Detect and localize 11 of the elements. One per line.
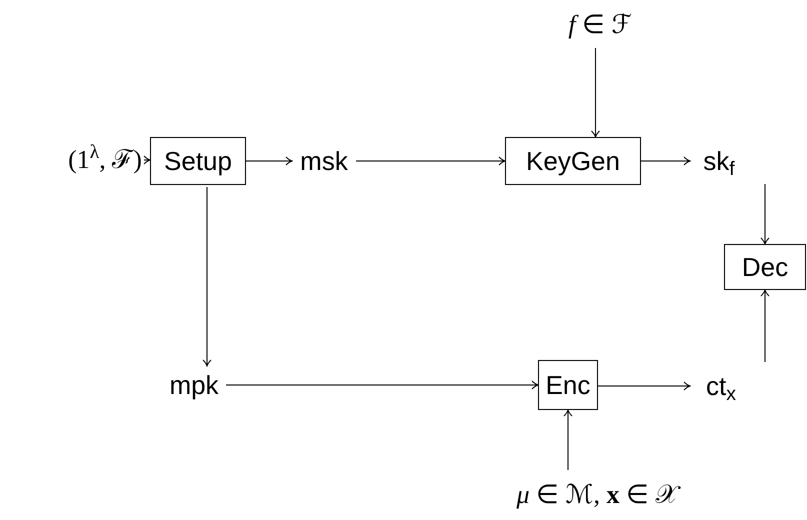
- output-text: mpk: [162, 366, 226, 404]
- process-box: Setup: [150, 137, 246, 185]
- input-text: f ∈ ℱ: [550, 4, 650, 46]
- input-text: μ ∈ ℳ, x ∈ 𝒳: [452, 472, 742, 518]
- output-text: msk: [292, 142, 356, 180]
- output-text: ct$_{x}$: [690, 364, 752, 408]
- output-text: sk$_{f}$: [690, 140, 748, 182]
- process-box: Dec: [724, 244, 806, 290]
- input-text: (1$^{λ}$, ℱ): [66, 138, 144, 182]
- process-box: KeyGen: [505, 137, 641, 185]
- process-box: Enc: [538, 360, 598, 410]
